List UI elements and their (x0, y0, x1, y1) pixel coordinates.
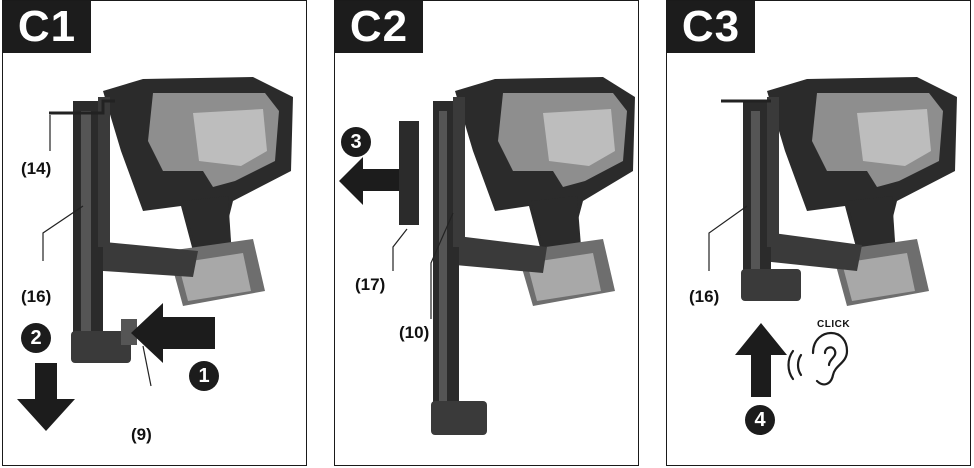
callout-magazine: (10) (399, 323, 430, 342)
callout-staple-strip: (17) (355, 275, 386, 294)
panel-tag: C1 (3, 1, 91, 53)
tool-illustration-c2 (339, 77, 635, 435)
click-sound-label: CLICK (817, 319, 851, 330)
panel-c3: C3 (16) CLICK 4 (666, 0, 971, 466)
tool-illustration-c1 (17, 77, 293, 431)
step-badge-1: 1 (189, 361, 219, 391)
panel-c1: C1 (14) (16) (9) 1 2 (2, 0, 307, 466)
callout-release-button: (9) (131, 425, 152, 444)
callout-magazine: (16) (689, 287, 720, 306)
tool-illustration-c3 (708, 77, 957, 397)
ear-icon (787, 331, 849, 386)
panel-tag: C3 (667, 1, 755, 53)
step-badge-4: 4 (745, 405, 775, 435)
panel-tag: C2 (335, 1, 423, 53)
step-badge-2: 2 (21, 323, 51, 353)
panel-c2: C2 (17) (10) 3 (334, 0, 639, 466)
step-badge-3: 3 (341, 127, 371, 157)
callout-pusher: (14) (21, 159, 52, 178)
callout-magazine: (16) (21, 287, 52, 306)
